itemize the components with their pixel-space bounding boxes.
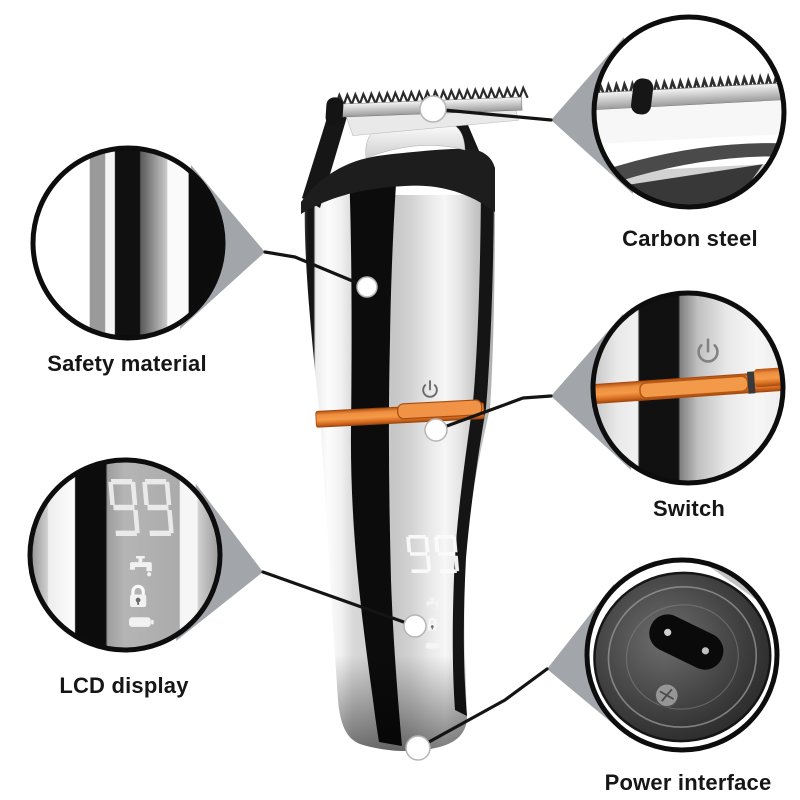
switch-band[interactable]: [315, 399, 485, 428]
label-lcd-display: LCD display: [59, 673, 189, 698]
hair-clipper: [301, 85, 529, 752]
leader-switch: [434, 394, 553, 432]
callout-ring: [30, 145, 226, 341]
power-base-zoom: [593, 571, 772, 743]
callout-switch: [590, 290, 786, 486]
leader-carbon-steel: [431, 107, 553, 122]
collar: [301, 148, 495, 214]
callout-safety-material: [30, 145, 226, 341]
label-switch: Switch: [652, 496, 726, 521]
callout-ring: [584, 557, 780, 753]
charging-pins-zoom: [649, 614, 724, 670]
marker-carbon-steel: [419, 95, 447, 123]
label-carbon-steel: Carbon steel: [622, 226, 758, 251]
leader-lines: [261, 107, 553, 750]
battery-icon: [129, 617, 154, 627]
switch-band-zoom: [593, 366, 783, 405]
battery-icon: [426, 642, 441, 649]
body-bottom-shade: [304, 655, 495, 752]
callout-ring: [591, 14, 787, 210]
callout-power-interface: [584, 557, 780, 753]
marker-safety-material: [356, 276, 378, 298]
label-power-interface: Power interface: [604, 770, 772, 795]
callout-ring: [27, 457, 223, 653]
blade-rod: [325, 97, 344, 126]
label-safety-material: Safety material: [47, 351, 207, 376]
marker-lcd-display: [403, 614, 427, 638]
marker-dots: [356, 95, 448, 761]
leader-safety-material: [263, 250, 369, 289]
leader-lcd-display: [261, 570, 417, 628]
body-black-stripe: [349, 168, 402, 746]
marker-power-interface: [405, 735, 431, 761]
callout-carbon-steel: [591, 14, 787, 210]
lcd-value: [406, 535, 460, 573]
leader-power-interface: [416, 667, 549, 750]
callout-lcd-display: [27, 457, 223, 653]
marker-switch: [424, 418, 448, 442]
callout-ring: [590, 290, 786, 486]
lcd-value-zoom: [108, 479, 174, 536]
blade-rod-zoom: [631, 78, 654, 115]
body-right-edge: [452, 168, 494, 716]
head-arm-left: [302, 105, 349, 208]
